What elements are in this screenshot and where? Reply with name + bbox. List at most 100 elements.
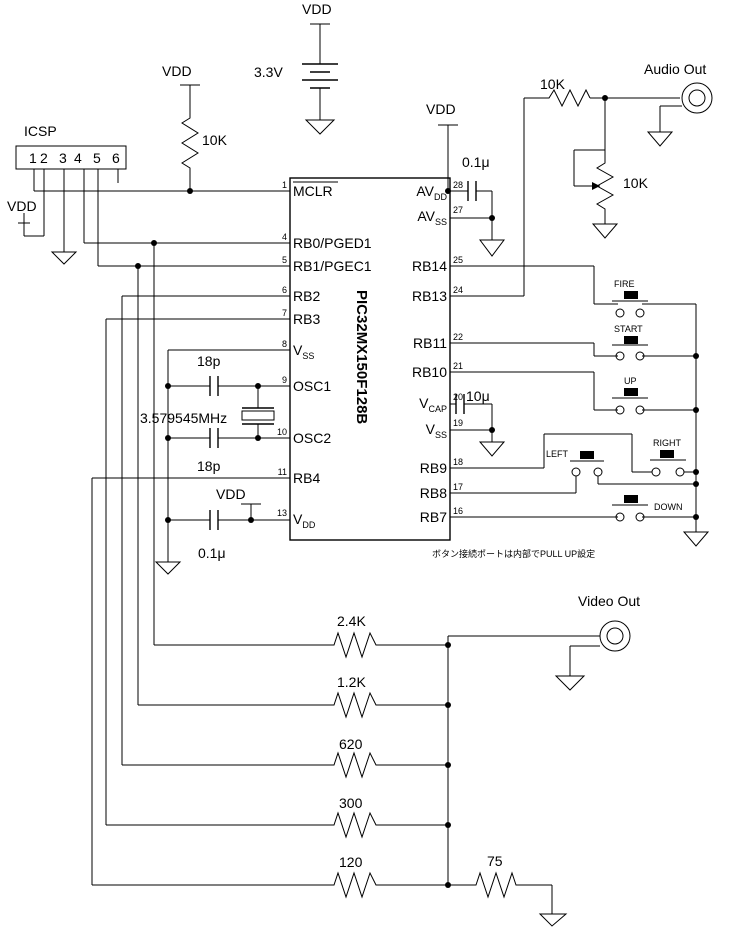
left-capacitors bbox=[209, 376, 219, 530]
left-pin-label-10: OSC2 bbox=[293, 430, 331, 446]
right-pin-label-25: RB14 bbox=[412, 258, 447, 274]
vdd-label-mclr: VDD bbox=[162, 63, 192, 79]
icsp-pin-3: 3 bbox=[59, 150, 67, 166]
vdd-label-icsp: VDD bbox=[7, 198, 37, 214]
r-video-2: 620 bbox=[339, 736, 363, 752]
button-start-label: START bbox=[614, 324, 643, 334]
button-left-label: LEFT bbox=[546, 449, 569, 459]
left-pin-label-4: RB0/PGED1 bbox=[293, 235, 372, 251]
left-pin-label-5: RB1/PGEC1 bbox=[293, 258, 372, 274]
pullup-note: ボタン接続ポートは内部でPULL UP設定 bbox=[432, 548, 595, 559]
c-vdd-value: 0.1μ bbox=[198, 545, 226, 561]
right-pin-number-27: 27 bbox=[453, 205, 463, 215]
icsp-title: ICSP bbox=[24, 123, 57, 139]
r-mclr-value: 10K bbox=[202, 132, 228, 148]
r-video-0: 2.4K bbox=[337, 613, 366, 629]
icsp-pin-2: 2 bbox=[40, 150, 48, 166]
crystal-symbol bbox=[241, 407, 275, 425]
left-pin-number-5: 5 bbox=[282, 255, 287, 265]
ground-symbols bbox=[50, 119, 710, 927]
pot-wiper-arrow bbox=[592, 182, 600, 190]
battery-voltage: 3.3V bbox=[254, 64, 283, 80]
right-pin-number-16: 16 bbox=[453, 506, 463, 516]
audio-jack bbox=[681, 82, 713, 114]
left-pin-number-7: 7 bbox=[282, 308, 287, 318]
right-pin-label-24: RB13 bbox=[412, 288, 447, 304]
c-osc1-value: 18p bbox=[197, 353, 221, 369]
icsp-header bbox=[15, 145, 127, 170]
r-75-value: 75 bbox=[487, 853, 503, 869]
left-pin-number-10: 10 bbox=[277, 427, 287, 437]
right-pin-number-19: 19 bbox=[453, 418, 463, 428]
icsp-pin-4: 4 bbox=[74, 150, 82, 166]
left-pin-number-13: 13 bbox=[277, 508, 287, 518]
right-pin-label-18: RB9 bbox=[420, 460, 447, 476]
r-video-3: 300 bbox=[339, 795, 363, 811]
battery-symbol bbox=[302, 63, 338, 89]
right-pin-label-27: AVSS bbox=[417, 208, 447, 227]
left-pin-number-8: 8 bbox=[282, 339, 287, 349]
left-pin-label-6: RB2 bbox=[293, 288, 320, 304]
left-pin-label-7: RB3 bbox=[293, 311, 320, 327]
c-avdd-value: 0.1μ bbox=[462, 154, 490, 170]
right-pin-label-28: AVDD bbox=[416, 183, 447, 202]
left-pin-number-11: 11 bbox=[278, 467, 287, 477]
left-wiring bbox=[18, 84, 328, 886]
right-pin-label-19: VSS bbox=[426, 421, 447, 440]
button-down-label: DOWN bbox=[654, 502, 683, 512]
right-pin-number-17: 17 bbox=[453, 482, 463, 492]
right-pin-number-22: 22 bbox=[453, 332, 463, 342]
icsp-pin-1: 1 bbox=[29, 150, 37, 166]
video-out-label: Video Out bbox=[578, 593, 640, 609]
right-wiring bbox=[310, 23, 697, 914]
icsp-pin-6: 6 bbox=[112, 150, 120, 166]
r-video-4: 120 bbox=[339, 854, 363, 870]
right-pin-number-28: 28 bbox=[453, 180, 463, 190]
left-pin-number-9: 9 bbox=[282, 375, 287, 385]
r-audio-value: 10K bbox=[540, 76, 566, 92]
video-jack bbox=[599, 620, 631, 652]
r-video-1: 1.2K bbox=[337, 674, 366, 690]
button-right-label: RIGHT bbox=[653, 438, 682, 448]
chip-name: PIC32MX150F128B bbox=[353, 290, 370, 424]
pic32-chip: PIC32MX150F128B bbox=[289, 177, 451, 541]
left-pin-number-4: 4 bbox=[282, 232, 287, 242]
button-up-label: UP bbox=[624, 376, 637, 386]
vdd-label-avdd: VDD bbox=[426, 101, 456, 117]
right-pin-label-16: RB7 bbox=[420, 509, 447, 525]
right-pin-number-25: 25 bbox=[453, 255, 463, 265]
pot-audio-value: 10K bbox=[623, 175, 649, 191]
right-pin-number-18: 18 bbox=[453, 457, 463, 467]
left-pin-label-11: RB4 bbox=[293, 470, 320, 486]
right-pin-label-21: RB10 bbox=[412, 364, 447, 380]
left-pin-number-6: 6 bbox=[282, 285, 287, 295]
right-pin-label-17: RB8 bbox=[420, 485, 447, 501]
vdd-label-chip: VDD bbox=[216, 486, 246, 502]
left-pin-label-1: MCLR bbox=[293, 183, 333, 199]
right-pin-label-20: VCAP bbox=[419, 395, 447, 414]
push-buttons bbox=[570, 291, 686, 522]
left-pin-number-1: 1 bbox=[282, 180, 287, 190]
audio-out-label: Audio Out bbox=[644, 61, 706, 77]
right-pin-number-24: 24 bbox=[453, 285, 463, 295]
c-vcap-value: 10μ bbox=[466, 388, 490, 404]
left-pin-label-13: VDD bbox=[293, 511, 316, 530]
junction-dots bbox=[135, 95, 699, 888]
c-osc2-value: 18p bbox=[197, 458, 221, 474]
left-pin-label-8: VSS bbox=[293, 342, 314, 361]
right-pin-number-21: 21 bbox=[453, 361, 463, 371]
left-pin-label-9: OSC1 bbox=[293, 378, 331, 394]
vdd-label-battery: VDD bbox=[302, 1, 332, 17]
right-pin-label-22: RB11 bbox=[413, 335, 447, 351]
right-pin-number-20: 20 bbox=[453, 392, 463, 402]
video-resistors bbox=[328, 631, 520, 899]
crystal-value: 3.579545MHz bbox=[140, 410, 227, 426]
right-capacitors bbox=[455, 181, 477, 414]
button-fire-label: FIRE bbox=[614, 279, 635, 289]
icsp-pin-5: 5 bbox=[93, 150, 101, 166]
resistor-mclr bbox=[181, 113, 199, 171]
